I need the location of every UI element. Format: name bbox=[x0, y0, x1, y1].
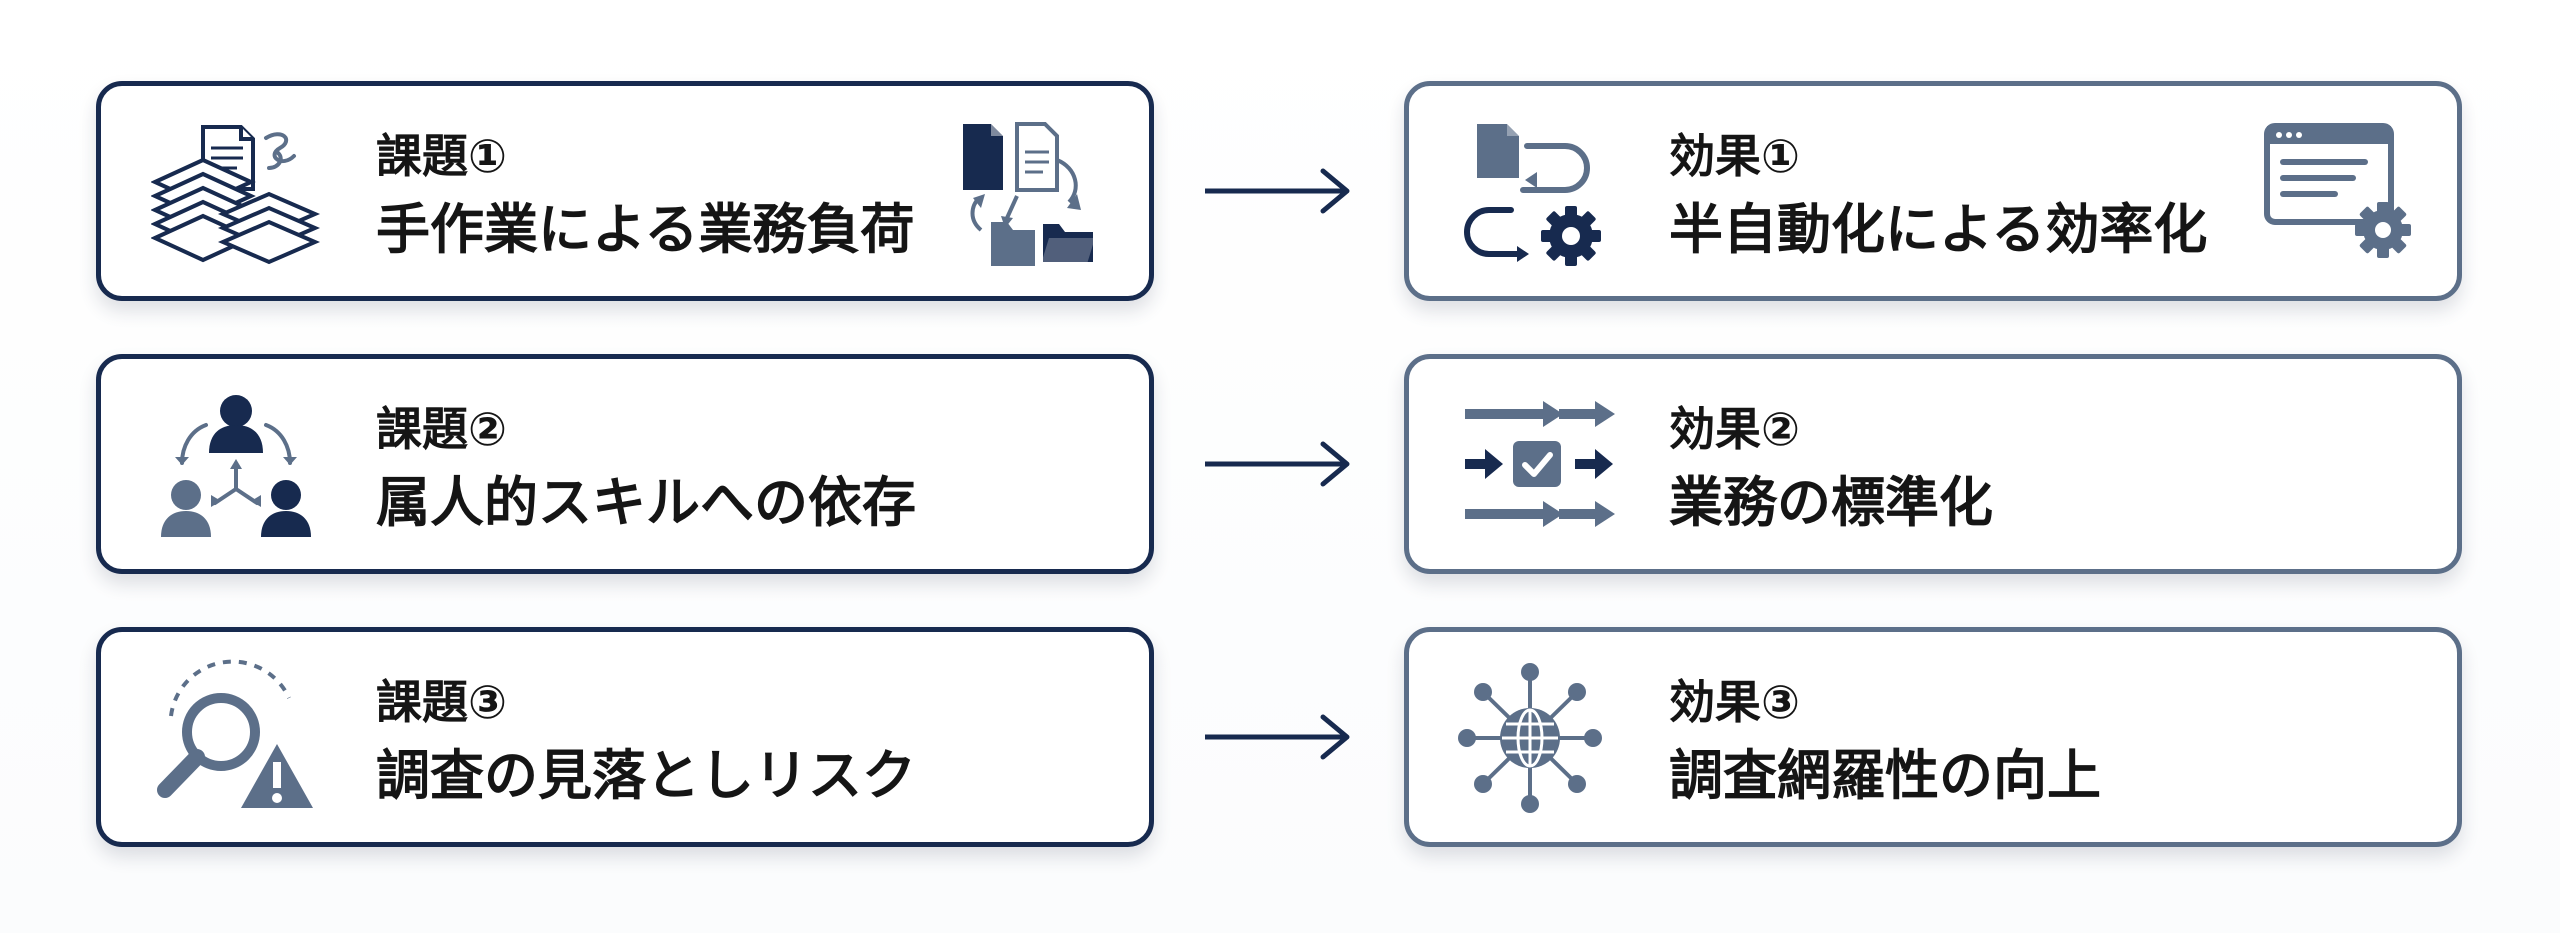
automation-gear-icon bbox=[1464, 124, 1601, 266]
effect-label: 効果② bbox=[1669, 402, 1800, 456]
problem-title: 手作業による業務負荷 bbox=[376, 198, 915, 261]
effect-card-3: 効果③ 調査網羅性の向上 bbox=[1404, 627, 2462, 847]
problem-card-2: 課題② 属人的スキルへの依存 bbox=[96, 354, 1154, 574]
effect-label: 効果① bbox=[1669, 129, 1800, 183]
problem-title: 属人的スキルへの依存 bbox=[376, 471, 916, 534]
effect-card-2: 効果② 業務の標準化 bbox=[1404, 354, 2462, 574]
effect-label: 効果③ bbox=[1669, 675, 1800, 729]
effect-card-1: 効果① 半自動化による効率化 bbox=[1404, 81, 2462, 301]
flow-arrow-3 bbox=[1205, 714, 1350, 760]
effect-title: 半自動化による効率化 bbox=[1669, 198, 2208, 261]
people-network-icon bbox=[161, 395, 311, 537]
file-flow-icon bbox=[963, 122, 1095, 266]
problem-label: 課題③ bbox=[376, 675, 507, 729]
problem-title: 調査の見落としリスク bbox=[376, 744, 916, 807]
window-gear-icon bbox=[2264, 123, 2411, 258]
globe-network-icon bbox=[1458, 663, 1602, 813]
flow-arrow-1 bbox=[1205, 168, 1350, 214]
problem-label: 課題① bbox=[376, 129, 507, 183]
effect-title: 調査網羅性の向上 bbox=[1669, 744, 2101, 807]
problem-card-3: 課題③ 調査の見落としリスク bbox=[96, 627, 1154, 847]
document-stack-icon bbox=[151, 125, 321, 265]
search-warning-icon bbox=[157, 659, 313, 808]
problem-card-1: 課題① 手作業による業務負荷 bbox=[96, 81, 1154, 301]
flow-arrow-2 bbox=[1205, 441, 1350, 487]
problem-label: 課題② bbox=[376, 402, 507, 456]
standardized-flow-icon bbox=[1465, 401, 1615, 527]
effect-title: 業務の標準化 bbox=[1669, 471, 1993, 534]
